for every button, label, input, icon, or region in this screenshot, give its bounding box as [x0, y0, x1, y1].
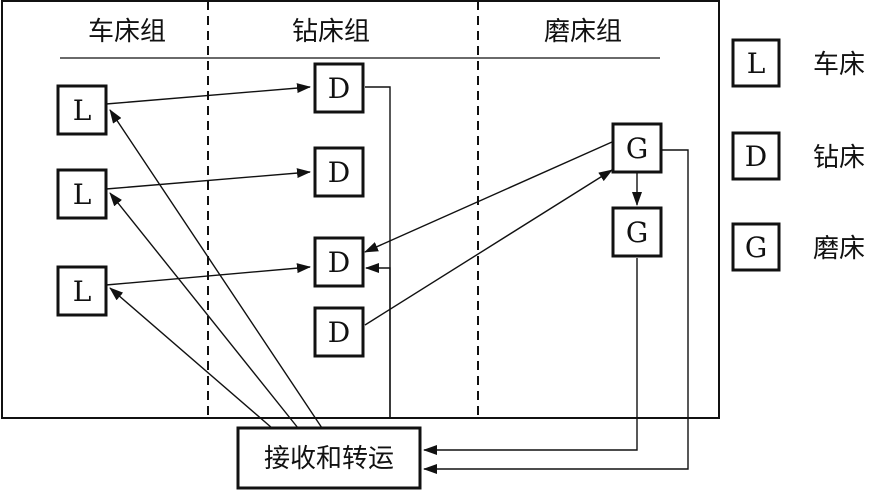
edge-receiving-lathe3 [109, 287, 273, 429]
edge-lathe2-drill2 [105, 168, 311, 190]
column-header-grinder: 磨床组 [544, 17, 622, 47]
column-header-drill: 钻床组 [292, 17, 370, 47]
grinder-node-label: G [626, 216, 648, 249]
legend-swatch-grinder [731, 222, 781, 272]
legend-label-grinder: 磨床 [813, 234, 865, 264]
legend-code-lathe: L [747, 47, 766, 80]
drill-node-label: D [328, 156, 350, 189]
edge-lathe3-drill3 [105, 263, 311, 286]
drill-node: D [313, 62, 365, 114]
flow-edges [105, 83, 689, 474]
edge-grinder2-receiving [423, 258, 638, 455]
edge-drill4-grinder1 [364, 169, 613, 326]
legend-item-grinder: G 磨床 [731, 222, 865, 272]
drill-node: D [313, 306, 365, 358]
legend-swatch-drill [731, 131, 781, 181]
grinder-node: G [611, 122, 663, 174]
edge-drill3-grinder1 [364, 132, 626, 253]
drill-node-label: D [328, 72, 350, 105]
grinder-node-label: G [626, 132, 648, 165]
lathe-node-label: L [73, 94, 92, 127]
legend-code-drill: D [745, 140, 767, 173]
drill-node-label: D [328, 246, 350, 279]
edge-drill1-down [365, 86, 391, 418]
receiving-transfer-label: 接收和转运 [264, 444, 394, 474]
legend-swatch-lathe [731, 38, 781, 88]
edge-grinder1-receiving [423, 149, 689, 474]
legend: L 车床 D 钻床 G 磨床 [731, 38, 865, 272]
receiving-transfer-box: 接收和转运 [236, 426, 422, 490]
grinder-node: G [611, 206, 663, 258]
lathe-node: L [56, 265, 108, 317]
legend-code-grinder: G [745, 231, 767, 264]
legend-label-drill: 钻床 [813, 143, 865, 173]
edge-receiving-lathe1 [109, 109, 323, 429]
legend-item-drill: D 钻床 [731, 131, 865, 181]
drill-node: D [313, 146, 365, 198]
lathe-node: L [56, 84, 108, 136]
column-header-lathe: 车床组 [88, 17, 166, 47]
edge-receiving-drill3 [365, 263, 391, 418]
lathe-node-label: L [73, 275, 92, 308]
lathe-node-label: L [73, 178, 92, 211]
edge-lathe1-drill1 [105, 83, 311, 105]
legend-item-lathe: L 车床 [731, 38, 865, 88]
drill-node: D [313, 236, 365, 288]
workshop-frame [1, 0, 720, 419]
drill-node-label: D [328, 316, 350, 349]
lathe-node: L [56, 168, 108, 220]
edge-receiving-lathe2 [109, 192, 299, 429]
legend-label-lathe: 车床 [813, 50, 865, 80]
